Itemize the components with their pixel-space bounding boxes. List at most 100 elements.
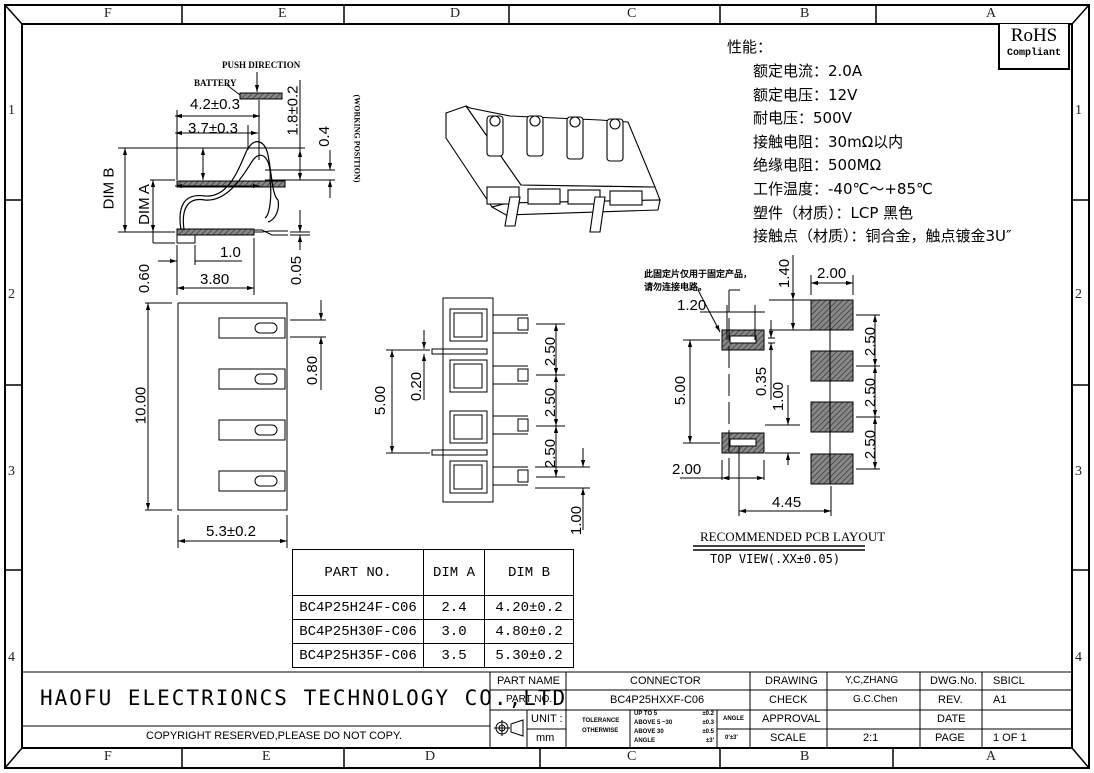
part-name-label: PART NAME	[497, 675, 560, 687]
column-label-e-bottom: E	[262, 749, 271, 764]
drawing-label: DRAWING	[765, 675, 818, 687]
scale-value: 2:1	[863, 732, 879, 744]
pcb-dim-0-35: 0.35	[753, 366, 771, 397]
cell-part-no: BC4P25H30F-C06	[292, 619, 424, 644]
push-direction-label: PUSH DIRECTION	[222, 60, 301, 70]
check-label: CHECK	[769, 694, 808, 706]
pcb-layout-subtitle: TOP VIEW(.XX±0.05)	[710, 552, 841, 566]
tol-range: UP TO 5	[634, 711, 658, 717]
spec-contact-material: 接触点（材质）：铜合金，触点镀金3U″	[753, 227, 1012, 246]
column-label-a-top: A	[986, 6, 997, 21]
side-view	[118, 72, 335, 295]
cell-dim-b: 5.30±0.2	[484, 643, 574, 668]
row-label-4-left: 4	[8, 650, 15, 665]
specs-list: 额定电流：2.0A 额定电压：12V 耐电压：500V 接触电阻：30mΩ以内 …	[753, 60, 1012, 249]
copyright-notice: COPYRIGHT RESERVED,PLEASE DO NOT COPY.	[146, 730, 402, 742]
pcb-dim-1-20: 1.20	[677, 297, 707, 314]
dim-a-label: DIM A	[135, 184, 153, 225]
tol-value: ±3'	[705, 738, 714, 744]
dim-0-05: 0.05	[288, 255, 306, 286]
pcb-note-line1: 此固定片仅用于固定产品，	[644, 270, 753, 280]
row-label-1-right: 1	[1075, 103, 1082, 118]
cell-part-no: BC4P25H24F-C06	[292, 595, 424, 620]
header-part-no: PART NO.	[292, 549, 424, 596]
spec-contact-resistance: 接触电阻：30mΩ以内	[753, 132, 904, 151]
spec-operating-temp: 工作温度：-40℃～+85℃	[753, 179, 933, 198]
cell-dim-a: 3.5	[423, 643, 485, 668]
unit-value: mm	[536, 732, 555, 744]
rev-value: A1	[993, 694, 1007, 706]
cell-dim-a: 2.4	[423, 595, 485, 620]
bottom-view	[386, 297, 590, 530]
pcb-layout	[680, 255, 880, 551]
pcb-note-line2: 请勿连接电路。	[644, 283, 708, 293]
cell-dim-a: 3.0	[423, 619, 485, 644]
part-no-label: PART NO.	[506, 694, 553, 705]
check-by: G.C.Chen	[853, 694, 898, 705]
part-name-value: CONNECTOR	[630, 675, 701, 687]
spec-rated-voltage: 额定电压：12V	[753, 85, 858, 104]
angle-label: ANGLE	[723, 716, 744, 722]
contact-4	[218, 470, 286, 492]
row-label-3-left: 3	[8, 464, 15, 479]
tolerance-label: TOLERANCE	[582, 718, 620, 724]
dim-10-00: 10.00	[132, 386, 150, 425]
pcb-dim-pitch-1: 2.50	[862, 326, 880, 357]
angle-value: 0'±3'	[725, 735, 738, 741]
column-label-d-bottom: D	[425, 749, 436, 764]
part-no-value: BC4P25HXXF-C06	[610, 694, 705, 706]
pcb-dim-1-40: 1.40	[776, 258, 794, 289]
pcb-dim-pitch-3: 2.50	[862, 429, 880, 460]
column-label-e-top: E	[278, 6, 287, 21]
scale-label: SCALE	[770, 732, 807, 744]
column-label-a-bottom: A	[986, 749, 997, 764]
pcb-layout-title: RECOMMENDED PCB LAYOUT	[700, 529, 886, 544]
spec-rated-current: 额定电流：2.0A	[753, 62, 863, 80]
contact-2	[218, 368, 286, 390]
tol-value: ±0.3	[702, 720, 714, 726]
row-label-1-left: 1	[8, 103, 15, 118]
dim-1-8: 1.8±0.2	[284, 85, 302, 136]
cell-dim-b: 4.20±0.2	[484, 595, 574, 620]
otherwise-label: OTHERWISE	[582, 728, 619, 734]
pcb-dim-2-00-top: 2.00	[817, 265, 847, 282]
page-label: PAGE	[935, 732, 965, 744]
column-label-d-top: D	[450, 6, 461, 21]
tol-value: ±0.5	[702, 729, 714, 735]
battery-label: BATTERY	[194, 78, 237, 88]
top-view	[145, 300, 326, 548]
tol-value: ±0.2	[702, 711, 714, 717]
cell-part-no: BC4P25H35F-C06	[292, 643, 424, 668]
dim-pitch-2: 2.50	[542, 387, 560, 418]
page-value: 1 OF 1	[993, 732, 1027, 744]
dim-1-00: 1.00	[568, 505, 586, 536]
contact-1	[218, 317, 286, 339]
dim-1-0: 1.0	[220, 244, 241, 261]
tolerance-rows: UP TO 5±0.2 ABOVE 5 ~30±0.3 ABOVE 30±0.5…	[634, 710, 714, 746]
tol-range: ANGLE	[634, 738, 655, 744]
dim-5-3: 5.3±0.2	[206, 523, 256, 540]
dim-0-60: 0.60	[136, 263, 154, 294]
working-position-label: (WORKING POSITION)	[352, 94, 362, 183]
contact-3	[218, 419, 286, 441]
pcb-dim-5-00: 5.00	[672, 375, 690, 406]
rev-label: REV.	[938, 694, 963, 706]
spec-plastic-material: 塑件（材质）：LCP 黑色	[753, 203, 914, 222]
pcb-dim-4-45: 4.45	[772, 494, 802, 511]
dwg-no-value: SBICL	[993, 675, 1025, 687]
column-label-b-top: B	[800, 6, 810, 21]
drawing-frame	[4, 4, 1090, 769]
rohs-title: RoHS	[1010, 25, 1058, 46]
row-label-2-left: 2	[8, 287, 15, 302]
title-block	[22, 671, 1072, 748]
dim-0-80: 0.80	[304, 355, 322, 386]
rohs-badge: RoHS Compliant	[998, 24, 1070, 70]
row-label-4-right: 4	[1075, 650, 1082, 665]
specs-heading: 性能：	[727, 38, 773, 56]
isometric-view	[445, 105, 661, 233]
approval-label: APPROVAL	[762, 713, 821, 725]
tol-range: ABOVE 5 ~30	[634, 720, 673, 726]
dim-3-80: 3.80	[200, 271, 230, 288]
column-label-b-bottom: B	[800, 749, 810, 764]
